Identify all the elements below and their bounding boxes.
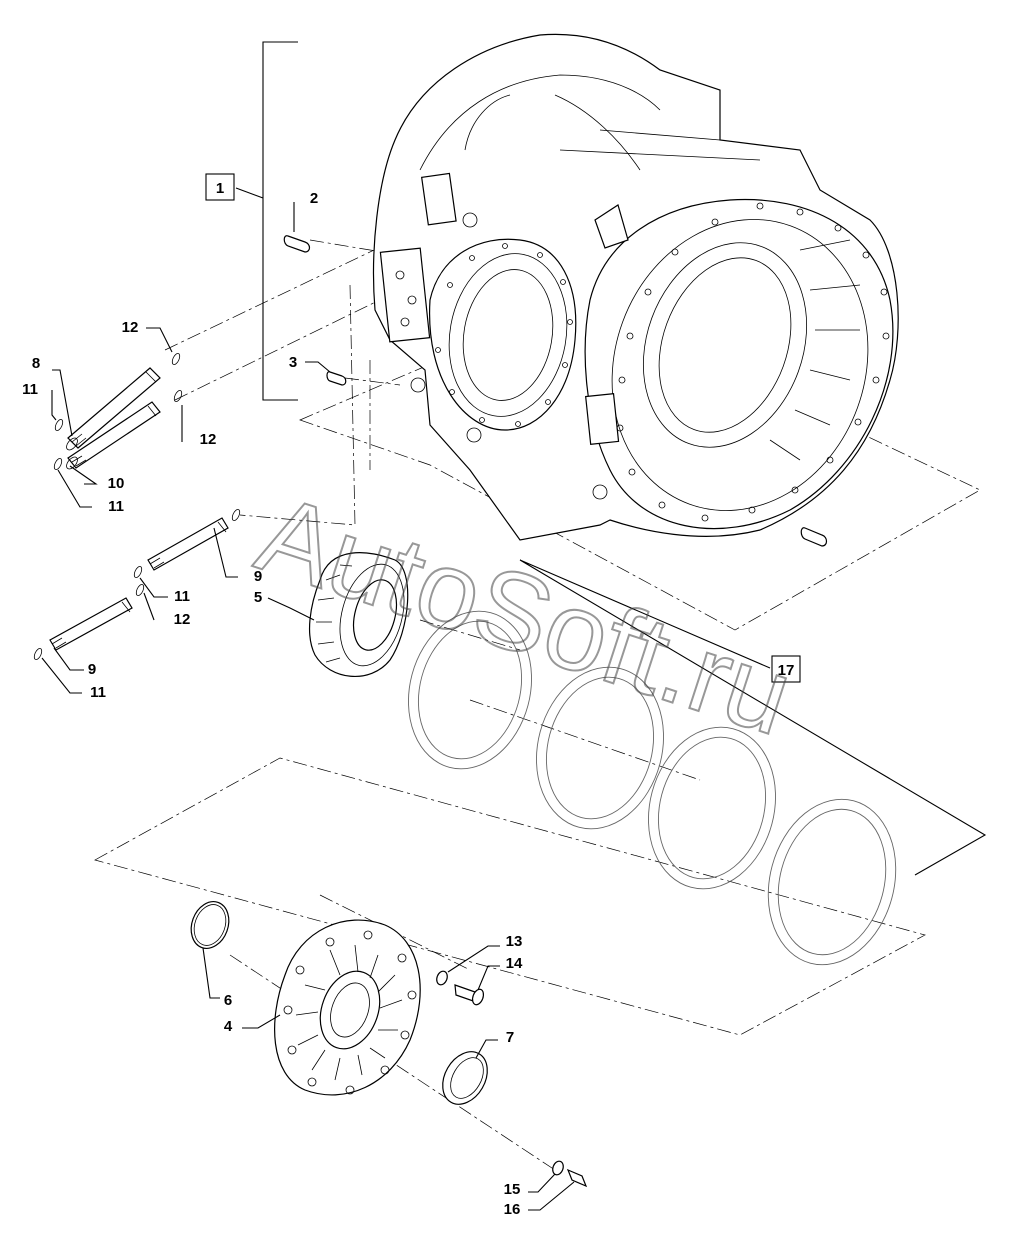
- callout-7: 7: [506, 1029, 514, 1046]
- bolt-14: [454, 984, 485, 1006]
- callout-12c: 12: [174, 611, 191, 628]
- callout-11d: 11: [90, 684, 106, 701]
- bearing-5: [309, 552, 409, 678]
- callout-3: 3: [289, 354, 297, 371]
- dowel-pin-housing: [800, 527, 828, 547]
- o-ring-6: [190, 901, 230, 949]
- callout-9b: 9: [88, 661, 96, 678]
- callout-16: 16: [504, 1201, 521, 1218]
- seal-ring-7: [442, 1051, 488, 1105]
- dowel-pin-2: [283, 235, 311, 253]
- callout-box-17: [771, 655, 801, 683]
- leader-lines: [41, 41, 987, 1211]
- transmission-housing: [372, 33, 899, 541]
- callout-1: 1: [216, 180, 224, 197]
- callout-5: 5: [254, 589, 262, 606]
- tube-10: [66, 401, 161, 470]
- callout-12b: 12: [200, 431, 217, 448]
- callout-labels: 1 2 3 12 8 11 12 10 11 9 11 12 5 9 11 17…: [22, 173, 801, 1218]
- tube-8: [66, 367, 161, 451]
- tube-9-lower: [49, 597, 133, 651]
- callout-8: 8: [32, 355, 40, 372]
- dowel-pin-3: [326, 371, 347, 386]
- callout-11c: 11: [174, 588, 190, 605]
- callout-17: 17: [778, 662, 795, 679]
- callout-11a: 11: [22, 381, 38, 398]
- plug-16: [566, 1168, 588, 1188]
- shim-set-17: [408, 610, 897, 966]
- callout-12a: 12: [122, 319, 139, 336]
- callout-9a: 9: [254, 568, 262, 585]
- callout-2: 2: [310, 190, 318, 207]
- washer-13: [436, 970, 448, 986]
- callout-13: 13: [506, 933, 523, 950]
- bearing-cover-4: [274, 919, 421, 1096]
- washer-15: [552, 1160, 564, 1176]
- tube-9-upper: [147, 517, 229, 571]
- o-rings-small: [33, 353, 241, 660]
- callout-14: 14: [506, 955, 523, 972]
- callout-11b: 11: [108, 498, 124, 515]
- callout-box-1: [205, 173, 235, 201]
- callout-15: 15: [504, 1181, 521, 1198]
- callout-4: 4: [224, 1018, 233, 1035]
- callout-10: 10: [108, 475, 125, 492]
- callout-6: 6: [224, 992, 232, 1009]
